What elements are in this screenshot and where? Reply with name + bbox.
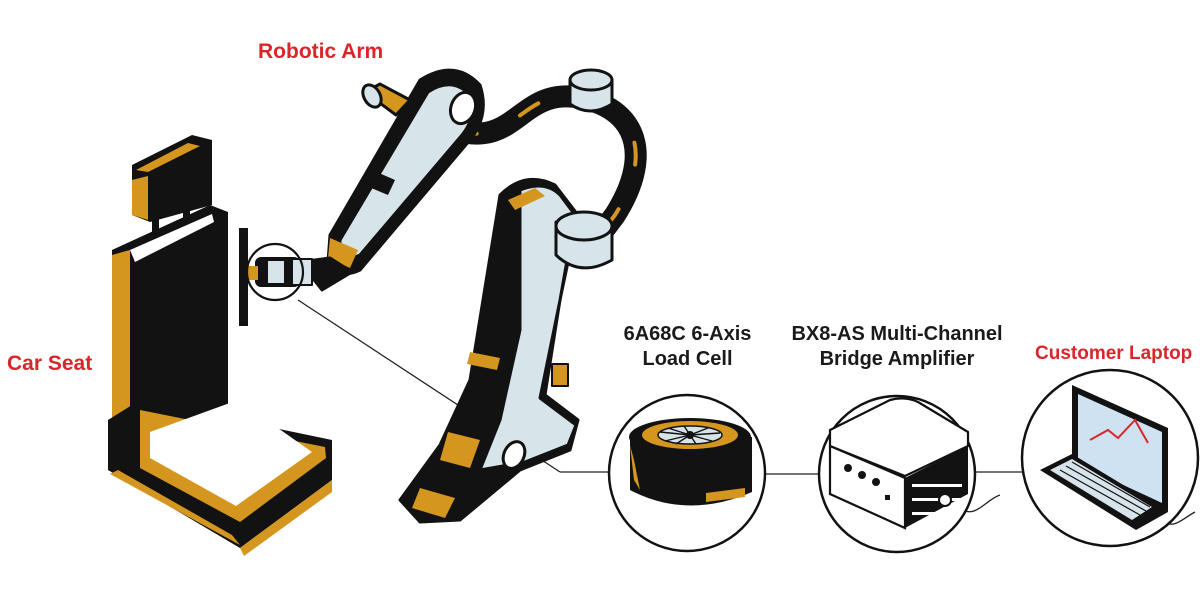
amplifier-icon [817,394,977,554]
amplifier-label: BX8-AS Multi-Channel Bridge Amplifier [787,322,1007,372]
customer-laptop-label: Customer Laptop [1035,343,1193,364]
load-cell-label-line2: Load Cell [642,348,733,370]
load-cell-label-line1: 6A68C 6-Axis [623,323,752,345]
load-cell-label: 6A68C 6-Axis Load Cell [615,322,760,372]
load-cell-icon [607,393,767,553]
amplifier-label-line2: Bridge Amplifier [819,348,975,370]
focus-circle [245,242,305,302]
laptop-icon [1020,368,1200,548]
amplifier-label-line1: BX8-AS Multi-Channel [791,323,1003,345]
car-seat-icon [108,135,332,556]
car-seat-label: Car Seat [7,352,93,375]
robotic-arm-icon [248,68,647,524]
robotic-arm-label: Robotic Arm [258,40,384,63]
